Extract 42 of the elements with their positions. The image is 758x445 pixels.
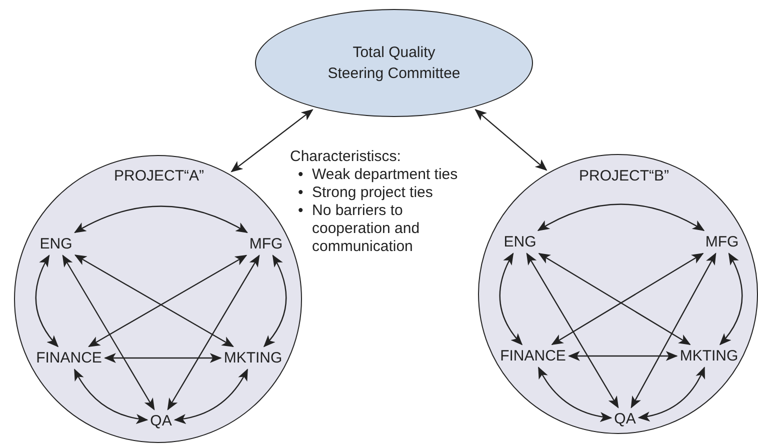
project-title: PROJECT“A” (114, 168, 204, 184)
double-arrow (74, 254, 234, 348)
characteristics-heading: Characteristiscs: (290, 148, 402, 166)
double-arrow (62, 254, 155, 410)
department-label: FINANCE (500, 348, 566, 364)
department-label: MKTING (680, 348, 738, 364)
double-arrow (104, 353, 222, 363)
department-label: ENG (40, 236, 72, 252)
double-arrow (537, 204, 705, 232)
department-label: ENG (504, 234, 536, 250)
double-arrow (74, 368, 148, 424)
department-label: FINANCE (36, 350, 102, 366)
department-label: QA (614, 410, 636, 428)
double-arrow (74, 206, 248, 234)
department-label: MKTING (224, 350, 282, 366)
project-title: PROJECT“B” (579, 168, 669, 184)
double-arrow (630, 252, 716, 408)
bullet-item: Strong project ties (312, 184, 434, 202)
double-arrow (526, 252, 619, 408)
department-label: MFG (249, 236, 283, 252)
double-arrow (538, 366, 612, 422)
double-arrow (551, 252, 704, 346)
double-arrow (719, 252, 743, 346)
double-arrow (174, 368, 248, 424)
department-label: QA (150, 412, 172, 430)
bullet-item: No barriers to cooperation and communication (312, 202, 421, 256)
double-arrow (167, 254, 260, 410)
double-arrow (538, 252, 691, 346)
double-arrow (35, 254, 59, 348)
double-arrow (638, 366, 705, 422)
department-label: MFG (705, 234, 739, 250)
bullet-mark: • (298, 202, 304, 220)
double-arrow (568, 351, 678, 361)
double-arrow (230, 109, 314, 172)
double-arrow (499, 252, 523, 346)
bullet-mark: • (298, 184, 304, 202)
double-arrow (88, 254, 248, 348)
double-arrow (474, 109, 548, 171)
bullet-mark: • (298, 166, 304, 184)
double-arrow (263, 254, 287, 348)
bullet-item: Weak department ties (312, 166, 459, 184)
committee-name: Total Quality Steering Committee (326, 43, 462, 84)
